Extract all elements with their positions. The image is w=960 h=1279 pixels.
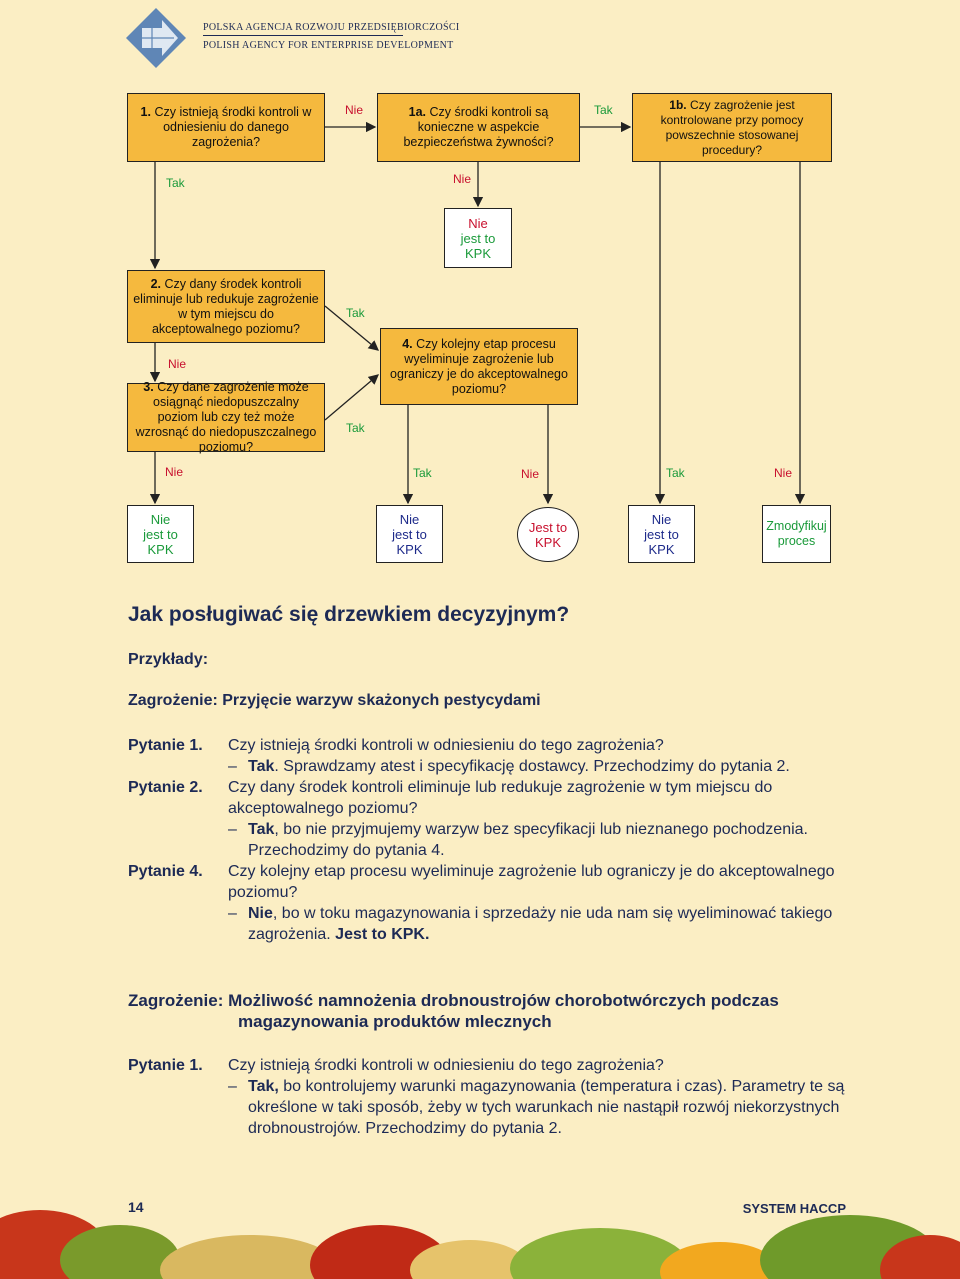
org-name-en: POLISH AGENCY FOR ENTERPRISE DEVELOPMENT: [203, 40, 454, 51]
question-4-box: 4. Czy kolejny etap procesu wyeliminuje …: [380, 328, 578, 405]
decision-tree-connectors: [149, 121, 806, 505]
label-nie: Nie: [168, 357, 187, 371]
question-label: Pytanie 1.: [128, 737, 203, 754]
section-title: Jak posługiwać się drzewkiem decyzyjnym?: [128, 603, 570, 626]
org-divider: [203, 35, 403, 36]
question-text: Czy istnieją środki kontroli w odniesien…: [228, 737, 664, 754]
question-1b-text: Czy zagrożenie jest kontrolowane przy po…: [660, 97, 804, 157]
label-tak: Tak: [346, 306, 365, 320]
example-1-body: Pytanie 1. Czy istnieją środki kontroli …: [128, 735, 848, 945]
dash: –: [228, 821, 237, 838]
answer-text: bo kontrolujemy warunki magazynowania (t…: [248, 1078, 845, 1137]
label-tak: Tak: [346, 421, 365, 435]
question-2-text: Czy dany środek kontroli eliminuje lub r…: [133, 276, 319, 336]
answer-keyword: Nie: [248, 905, 273, 922]
question-1-text: Czy istnieją środki kontroli w odniesien…: [154, 105, 312, 149]
question-1a-text: Czy środki kontroli są konieczne w aspek…: [403, 105, 554, 149]
hazard-1-heading: Zagrożenie: Przyjęcie warzyw skażonych p…: [128, 692, 541, 709]
question-4-number: 4.: [402, 336, 413, 351]
answer-keyword: Tak: [248, 821, 275, 838]
answer-row: –Nie, bo w toku magazynowania i sprzedaż…: [228, 903, 848, 945]
answer-row: –Tak, bo nie przyjmujemy warzyw bez spec…: [228, 819, 848, 861]
outcome-ccp-line2: KPK: [534, 534, 561, 550]
question-label: Pytanie 4.: [128, 863, 203, 880]
agency-logo: [126, 8, 186, 68]
page-number: 14: [128, 1199, 144, 1215]
hazard-2-line2: magazynowania produktów mlecznych: [238, 1012, 552, 1031]
question-1b-box: 1b. Czy zagrożenie jest kontrolowane prz…: [632, 93, 832, 162]
dash: –: [228, 1078, 237, 1095]
outcome-jest-to: jest to: [644, 526, 679, 542]
outcome-ccp-line1: Jest to: [528, 519, 568, 535]
label-tak: Tak: [166, 176, 185, 190]
answer-text: , bo nie przyjmujemy warzyw bez specyfik…: [248, 821, 808, 859]
label-nie: Nie: [774, 466, 793, 480]
answer-row: –Tak. Sprawdzamy atest i specyfikację do…: [228, 756, 848, 777]
outcome-nie: Nie: [399, 511, 420, 527]
label-nie: Nie: [453, 172, 472, 186]
outcome-kpk: KPK: [648, 541, 675, 557]
answer-keyword: Tak,: [248, 1078, 279, 1095]
outcome-nie: Nie: [150, 511, 171, 527]
org-name-pl: POLSKA AGENCJA ROZWOJU PRZEDSIĘBIORCZOŚC…: [203, 22, 460, 33]
outcome-jest-to: jest to: [143, 526, 178, 542]
answer-keyword: Tak: [248, 758, 275, 775]
label-nie: Nie: [521, 467, 540, 481]
outcome-kpk: KPK: [396, 541, 423, 557]
outcome-nie: Nie: [651, 511, 672, 527]
examples-heading: Przykłady:: [128, 651, 209, 668]
outcome-modify-line1: Zmodyfikuj: [766, 519, 827, 533]
label-nie: Nie: [345, 103, 364, 117]
hazard-2-line1: Zagrożenie: Możliwość namnożenia drobnou…: [128, 991, 779, 1010]
dash: –: [228, 758, 237, 775]
outcome-jest-to: jest to: [460, 230, 496, 246]
question-row: Pytanie 2. Czy dany środek kontroli elim…: [128, 777, 848, 819]
question-1a-number: 1a.: [408, 105, 427, 119]
question-4-text: Czy kolejny etap procesu wyeliminuje zag…: [390, 336, 568, 396]
outcome-kpk: KPK: [464, 245, 491, 261]
outcome-nie: Nie: [468, 215, 488, 231]
label-tak: Tak: [666, 466, 685, 480]
question-label: Pytanie 1.: [128, 1057, 203, 1074]
hazard-2-heading: Zagrożenie: Możliwość namnożenia drobnou…: [128, 990, 848, 1032]
example-2-body: Pytanie 1. Czy istnieją środki kontroli …: [128, 1055, 848, 1139]
answer-text: . Sprawdzamy atest i specyfikację dostaw…: [274, 758, 790, 775]
answer-row: –Tak, bo kontrolujemy warunki magazynowa…: [228, 1076, 848, 1139]
question-2-box: 2. Czy dany środek kontroli eliminuje lu…: [127, 270, 325, 343]
question-3-text: Czy dane zagrożenie może osiągnąć niedop…: [135, 380, 317, 454]
outcome-modify-line2: proces: [777, 534, 816, 548]
label-nie: Nie: [165, 465, 184, 479]
question-3-number: 3.: [143, 380, 154, 394]
question-1b-number: 1b.: [669, 97, 687, 112]
question-2-number: 2.: [150, 276, 162, 291]
answer-text: , bo w toku magazynowania i sprzedaży ni…: [248, 905, 833, 943]
question-text: Czy istnieją środki kontroli w odniesien…: [228, 1057, 664, 1074]
question-3-box: 3. Czy dane zagrożenie może osiągnąć nie…: [127, 380, 325, 454]
question-row: Pytanie 1. Czy istnieją środki kontroli …: [128, 735, 848, 756]
question-text: Czy kolejny etap procesu wyeliminuje zag…: [228, 863, 835, 901]
label-tak: Tak: [594, 103, 613, 117]
question-row: Pytanie 1. Czy istnieją środki kontroli …: [128, 1055, 848, 1076]
question-1-box: 1. Czy istnieją środki kontroli w odnies…: [127, 93, 325, 162]
footer-title: SYSTEM HACCP: [742, 1201, 846, 1216]
vegetables-decoration: [0, 1160, 960, 1279]
outcome-kpk: KPK: [147, 541, 174, 557]
question-label: Pytanie 2.: [128, 779, 203, 796]
dash: –: [228, 905, 237, 922]
question-1a-box: 1a. Czy środki kontroli są konieczne w a…: [377, 93, 580, 162]
outcome-jest-to: jest to: [392, 526, 427, 542]
question-row: Pytanie 4. Czy kolejny etap procesu wyel…: [128, 861, 848, 903]
question-1-number: 1.: [140, 105, 151, 119]
question-text: Czy dany środek kontroli eliminuje lub r…: [228, 779, 773, 817]
answer-conclusion: Jest to KPK.: [335, 926, 430, 943]
label-tak: Tak: [413, 466, 432, 480]
